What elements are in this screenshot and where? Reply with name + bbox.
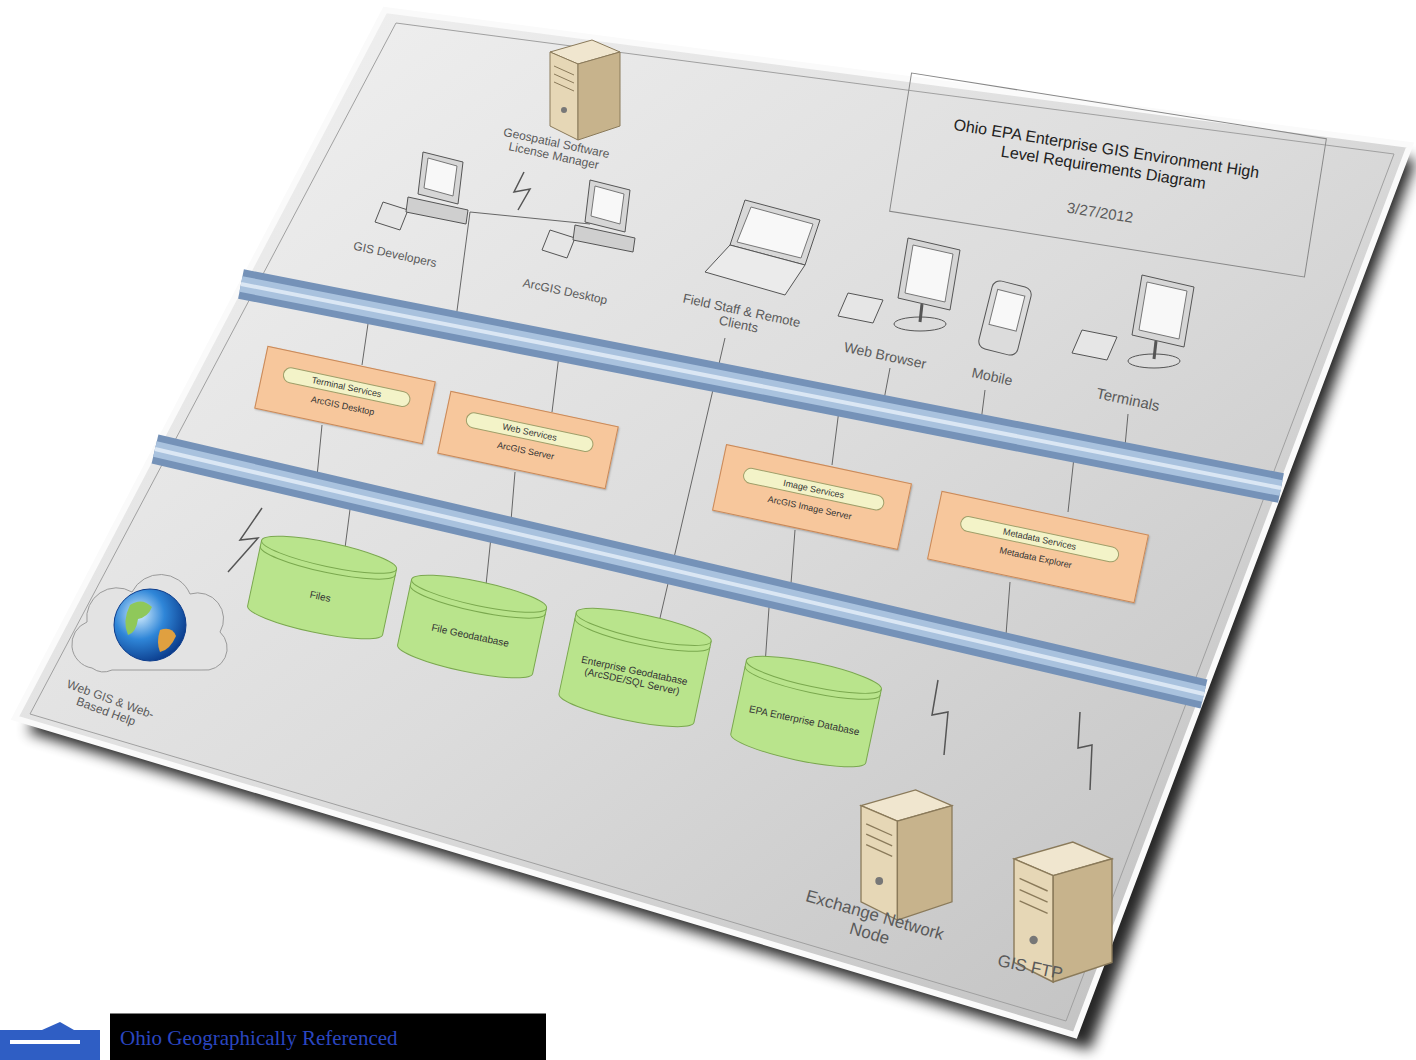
logo-shape: [0, 1022, 100, 1060]
cylinder-rim: [744, 660, 881, 700]
icon-label: Web Browser: [825, 336, 946, 376]
server-box: ArcGIS DesktopTerminal Services: [254, 346, 436, 444]
cylinder-body: [245, 529, 399, 647]
computer-icon: [542, 180, 635, 258]
lightning-symbol: [514, 172, 530, 210]
diagram-title: Ohio EPA Enterprise GIS Environment High…: [949, 115, 1261, 201]
database-cylinder: Enterprise Geodatabase (ArcSDE/SQL Serve…: [555, 601, 714, 736]
server-box: ArcGIS Image ServerImage Services: [712, 444, 912, 550]
cylinder-rim: [258, 546, 395, 586]
cylinder-body: [556, 601, 713, 734]
node-text: Terminal Services: [287, 370, 406, 405]
cylinder-outline: [244, 528, 400, 647]
icon-label: Field Staff & Remote Clients: [673, 291, 806, 346]
icon-label: GIS Developers: [330, 235, 460, 275]
monitor-icon: [838, 238, 960, 331]
globe-icon: [114, 589, 186, 661]
cloud-icon: [72, 574, 227, 671]
lightning-symbol: [932, 680, 948, 755]
cylinder-rim: [409, 579, 546, 619]
mobile-body: [977, 279, 1033, 357]
laptop-icon: [705, 200, 820, 295]
panel-bevel: [30, 23, 1394, 1021]
cylinder-rim: [574, 613, 711, 653]
logo-banner: Ohio Geographically Referenced: [110, 1014, 546, 1060]
server-box: Metadata ExplorerMetadata Services: [927, 491, 1149, 604]
cylinder-body: [395, 568, 549, 686]
mobile-screen: [989, 289, 1025, 331]
icon-label: Exchange Network Node: [780, 882, 963, 968]
icon-label: Geospatial Software License Manager: [479, 122, 631, 179]
database-cylinder: File Geodatabase: [394, 567, 550, 686]
node-text: Web Services: [470, 415, 589, 450]
icon-label: Terminals: [1077, 382, 1178, 419]
server-icon: [550, 40, 620, 140]
database-cylinder: EPA Enterprise Database: [727, 649, 885, 776]
cylinder-body: [728, 649, 884, 775]
node-text: Ohio Geographically Referenced: [120, 1026, 546, 1051]
icon-label: Mobile: [956, 362, 1028, 392]
license-wire: [470, 212, 590, 224]
cylinder-rim: [259, 540, 396, 580]
computer-icon: [375, 152, 468, 230]
cylinder-rim: [408, 585, 545, 625]
network-wire: [455, 212, 470, 326]
icon-label: Web GIS & Web-Based Help: [47, 673, 169, 739]
database-cylinder: Files: [244, 528, 400, 647]
cylinder-rim: [743, 666, 880, 706]
monitor-icon: [1072, 275, 1194, 368]
icon-label: ArcGIS Desktop: [500, 272, 630, 312]
cylinder-outline: [394, 567, 550, 686]
server-icon: [861, 790, 952, 920]
lightning-symbol: [1078, 712, 1092, 790]
globe-land: [125, 601, 152, 635]
server-box: ArcGIS ServerWeb Services: [437, 391, 619, 489]
panel: [15, 10, 1410, 1035]
icon-label: 3/27/2012: [1039, 195, 1160, 230]
icon-label: GIS FTP: [979, 948, 1081, 987]
globe-land: [158, 629, 176, 652]
title-frame: [890, 73, 1327, 277]
agency-logo: [0, 1022, 100, 1060]
mobile-icon: [977, 279, 1033, 357]
logo-stripe: [10, 1040, 80, 1044]
cylinder-rim: [572, 618, 709, 658]
